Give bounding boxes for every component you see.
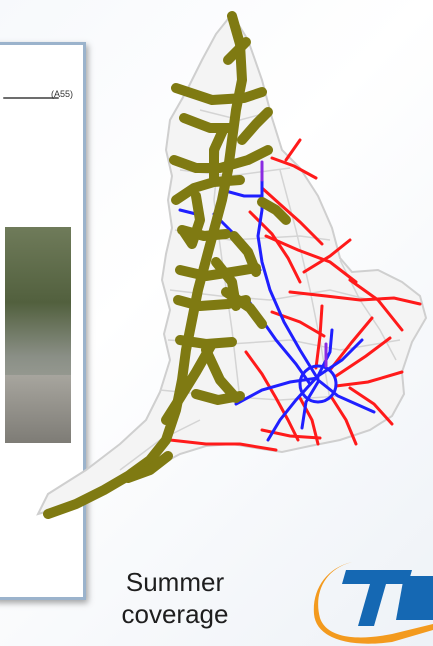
thumb-text-line: [3, 97, 59, 99]
england-outline: [36, 12, 428, 516]
company-logo-icon: [313, 562, 433, 644]
caption-line-1: Summer: [125, 567, 225, 597]
olive-road-network: [43, 11, 291, 519]
map-caption: Summer coverage: [100, 566, 250, 630]
caption-line-2: coverage: [121, 599, 229, 629]
england-road-map: [36, 11, 428, 519]
logo-bar-t: [342, 570, 412, 626]
thumb-header-text: (A55): [51, 89, 74, 99]
london-orbital: [298, 364, 338, 404]
purple-road-links: [260, 160, 328, 368]
thumb-photo-road: [5, 375, 71, 443]
logo-bar-r: [396, 576, 433, 620]
